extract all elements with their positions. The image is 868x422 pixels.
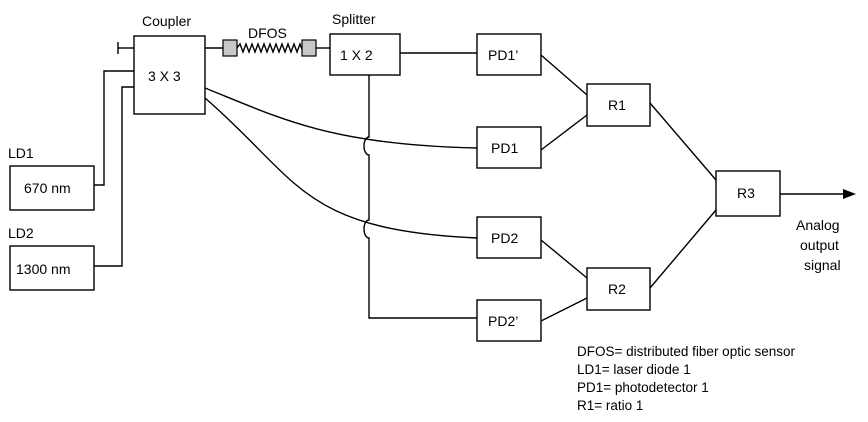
- laser-diode-1: LD1 670 nm: [8, 145, 95, 211]
- r1-label: R1: [608, 97, 626, 113]
- connection-lines: [94, 42, 856, 322]
- pd2p-to-r2-line: [540, 297, 588, 322]
- pd1-to-r1-line: [540, 114, 588, 151]
- ld1-box: [9, 165, 95, 211]
- legend-line-3: PD1= photodetector 1: [577, 380, 709, 395]
- r1-box: [586, 83, 651, 127]
- output-line-3: signal: [804, 257, 841, 273]
- output-signal-label: Analog output signal: [796, 217, 841, 273]
- photodetector-pd1: PD1: [476, 126, 542, 169]
- laser-diode-2: LD2 1300 nm: [8, 225, 95, 291]
- coupler-to-pd1-fiber: [204, 87, 478, 149]
- r3-box: [715, 170, 781, 217]
- dfos-right-connector: [301, 39, 317, 57]
- r3-label: R3: [737, 185, 755, 201]
- ld2-box: [9, 245, 95, 291]
- splitter-to-pd2p-line: [363, 75, 477, 319]
- coupler-title: Coupler: [142, 13, 191, 29]
- splitter-box: [329, 33, 401, 76]
- dfos-left-connector: [222, 39, 238, 57]
- ratio-r1: R1: [586, 83, 651, 127]
- pd1-box: [476, 126, 542, 169]
- legend: DFOS= distributed fiber optic sensor LD1…: [577, 344, 795, 413]
- coupler-to-pd2-fiber: [204, 97, 478, 239]
- pd2p-box: [476, 299, 542, 342]
- ld2-title: LD2: [8, 225, 34, 241]
- pd1-label: PD1: [491, 140, 518, 156]
- r2-to-r3-line: [649, 209, 717, 289]
- splitter-title: Splitter: [332, 11, 376, 27]
- ld2-box-label: 1300 nm: [16, 261, 70, 277]
- coupler: Coupler 3 X 3: [133, 13, 206, 115]
- legend-line-4: R1= ratio 1: [577, 398, 643, 413]
- dfos-sensor: DFOS: [222, 25, 317, 57]
- ratio-r3: R3: [715, 170, 781, 217]
- coupler-box: [133, 35, 206, 115]
- r1-to-r3-line: [649, 102, 717, 181]
- photodetector-pd2p: PD2’: [476, 299, 542, 342]
- pd2p-label: PD2’: [488, 313, 518, 329]
- ld2-to-coupler-line: [94, 86, 134, 267]
- ld1-title: LD1: [8, 145, 34, 161]
- legend-line-1: DFOS= distributed fiber optic sensor: [577, 344, 795, 359]
- pd2-to-r2-line: [540, 239, 588, 279]
- output-arrow-head: [843, 189, 856, 199]
- r2-label: R2: [608, 281, 626, 297]
- splitter-box-label: 1 X 2: [340, 47, 373, 63]
- ld1-to-coupler-line: [94, 70, 134, 186]
- ratio-r2: R2: [586, 267, 651, 311]
- r2-box: [586, 267, 651, 311]
- coupler-box-label: 3 X 3: [148, 68, 181, 84]
- pd1p-to-r1-line: [540, 54, 588, 96]
- photodetector-pd2: PD2: [476, 216, 542, 259]
- pd1p-box: [476, 33, 542, 76]
- output-line-2: output: [800, 237, 839, 253]
- legend-line-2: LD1= laser diode 1: [577, 362, 691, 377]
- pd1p-label: PD1’: [488, 47, 518, 63]
- pd2-label: PD2: [491, 230, 518, 246]
- splitter: Splitter 1 X 2: [329, 11, 401, 76]
- ld1-box-label: 670 nm: [24, 180, 71, 196]
- photodetector-pd1p: PD1’: [476, 33, 542, 76]
- output-line-1: Analog: [796, 217, 840, 233]
- pd2-box: [476, 216, 542, 259]
- dfos-label: DFOS: [248, 25, 287, 41]
